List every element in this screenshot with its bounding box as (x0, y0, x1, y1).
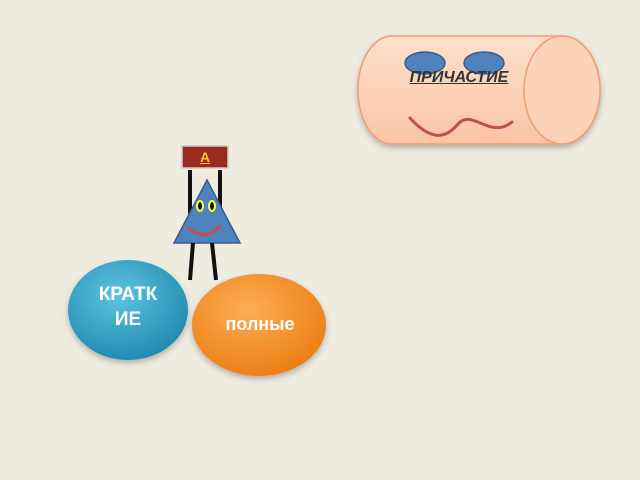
cylinder-left-eye (404, 51, 446, 75)
triangle-smile (187, 224, 222, 236)
participle-label: ПРИЧАСТИЕ (409, 69, 509, 86)
cylinder-right-eye (463, 51, 505, 75)
full-form-label: полные (225, 314, 295, 334)
left-leg (188, 242, 195, 281)
sign-board (181, 145, 229, 169)
full-oval (192, 274, 326, 376)
short-form-label: КРАТКИЕ (98, 284, 158, 330)
cylinder-wavy-mouth (408, 116, 514, 137)
triangle-left-eye (196, 200, 204, 212)
right-leg (210, 242, 218, 281)
triangle-right-eye (208, 200, 216, 212)
triangle-body (172, 178, 242, 244)
short-oval (68, 260, 188, 360)
triangle-figure (172, 145, 242, 281)
sign-letter: А (199, 149, 211, 165)
cylinder-end (523, 35, 601, 145)
